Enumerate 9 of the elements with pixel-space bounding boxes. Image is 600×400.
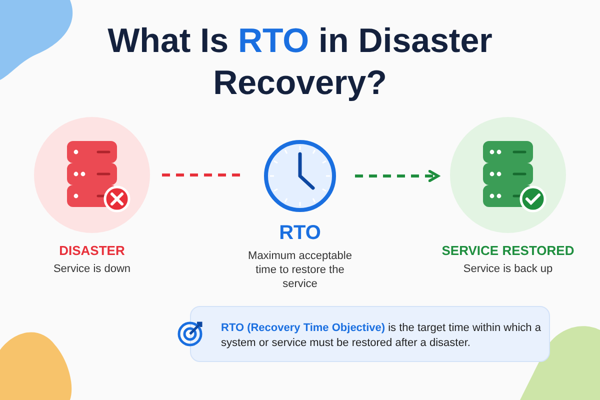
dashed-arrow [355,170,440,182]
node-description: Maximum acceptable time to restore the service [247,249,353,291]
node-heading: DISASTER [58,243,126,258]
node-heading: RTO [278,222,322,245]
definition-text: RTO (Recovery Time Objective) is the target time within which a system or service must be restored after a disaster. [221,321,541,351]
title: What Is RTO in Disaster Recovery? [106,21,494,104]
node-description: Service is down [52,262,132,276]
node-heading: SERVICE RESTORED [440,243,576,258]
node-description: Service is back up [462,262,554,276]
